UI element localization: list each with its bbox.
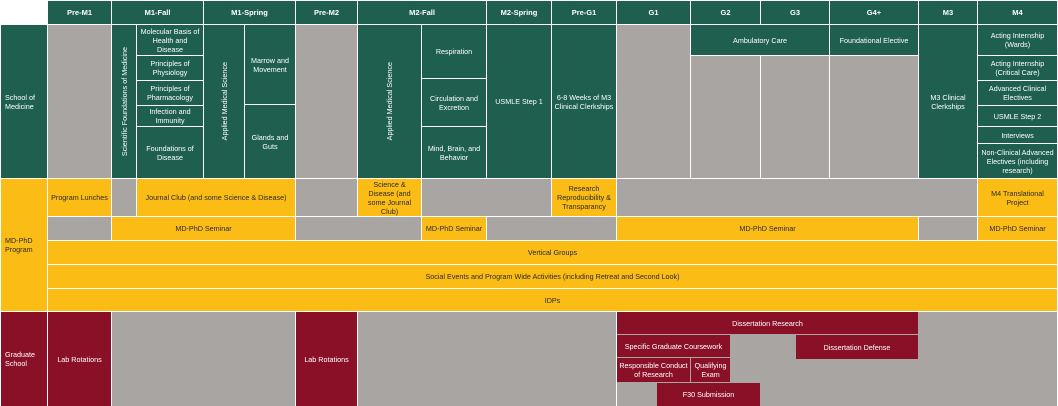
course-mind-brain-behavior: Mind, Brain, and Behavior bbox=[422, 127, 486, 178]
journal-club: Journal Club (and some Science & Disease… bbox=[137, 179, 295, 216]
science-and-disease: Science & Disease (and some Journal Club… bbox=[358, 179, 421, 216]
header-m1-fall: M1-Fall bbox=[112, 1, 203, 24]
empty-cell bbox=[112, 312, 295, 406]
course-glands-guts: Glands and Guts bbox=[245, 105, 295, 178]
course-pharmacology: Principles of Pharmacology bbox=[137, 81, 203, 105]
ambulatory-care: Ambulatory Care bbox=[691, 25, 829, 55]
m4-non-clinical-electives: Non-Clinical Advanced Electives (includi… bbox=[978, 144, 1057, 178]
responsible-conduct-of-research: Responsible Conduct of Research bbox=[617, 358, 690, 382]
header-m3: M3 bbox=[919, 1, 977, 24]
empty-cell bbox=[691, 56, 760, 178]
empty-cell bbox=[487, 217, 616, 240]
program-lunches: Program Lunches bbox=[48, 179, 111, 216]
header-g3: G3 bbox=[761, 1, 829, 24]
vertical-groups: Vertical Groups bbox=[48, 241, 1057, 264]
empty-cell bbox=[48, 25, 111, 178]
lab-rotations-pre-m2: Lab Rotations bbox=[296, 312, 357, 406]
mdphd-seminar-graduate: MD-PhD Seminar bbox=[617, 217, 918, 240]
header-g2: G2 bbox=[691, 1, 760, 24]
social-events: Social Events and Program Wide Activitie… bbox=[48, 265, 1057, 288]
qualifying-exam: Qualifying Exam bbox=[691, 358, 730, 382]
m3-clerkships-weeks: 6-8 Weeks of M3 Clinical Clerkships bbox=[552, 25, 616, 178]
research-reproducibility: Research Reproducibility & Transparancy bbox=[552, 179, 616, 216]
dissertation-defense: Dissertation Defense bbox=[796, 335, 918, 359]
course-physiology: Principles of Physiology bbox=[137, 56, 203, 80]
empty-cell bbox=[358, 312, 616, 406]
m1-fall-vertical-label: Scientific Foundations of Medicine bbox=[119, 46, 129, 157]
header-g4plus: G4+ bbox=[830, 1, 918, 24]
empty-cell bbox=[296, 25, 357, 178]
course-molecular-basis: Molecular Basis of Health and Disease bbox=[137, 25, 203, 55]
usmle-step-1: USMLE Step 1 bbox=[487, 25, 551, 178]
m1-spring-vertical-block: Applied Medical Science bbox=[204, 25, 244, 178]
course-infection-immunity: Infection and Immunity bbox=[137, 106, 203, 126]
f30-submission: F30 Submission bbox=[657, 383, 760, 406]
m4-interviews: Interviews bbox=[978, 127, 1057, 143]
specific-graduate-coursework: Specific Graduate Coursework bbox=[617, 335, 730, 357]
header-pre-m1: Pre-M1 bbox=[48, 1, 111, 24]
m4-acting-internship-critical: Acting Internship (Critical Care) bbox=[978, 56, 1057, 80]
m3-clinical-clerkships: M3 Clinical Clerkships bbox=[919, 25, 977, 178]
row-label-graduate-school: Graduate School bbox=[1, 312, 47, 406]
header-corner bbox=[1, 1, 47, 24]
row-label-mdphd-program: MD-PhD Program bbox=[1, 179, 47, 311]
foundational-elective: Foundational Elective bbox=[830, 25, 918, 55]
mdphd-seminar-m1: MD-PhD Seminar bbox=[112, 217, 295, 240]
header-pre-m2: Pre-M2 bbox=[296, 1, 357, 24]
mdphd-seminar-m4: MD-PhD Seminar bbox=[978, 217, 1057, 240]
m1-fall-vertical-block: Scientific Foundations of Medicine bbox=[112, 25, 136, 178]
lab-rotations-pre-m1: Lab Rotations bbox=[48, 312, 111, 406]
m4-acting-internship-wards: Acting Internship (Wards) bbox=[978, 25, 1057, 55]
m4-translational-project: M4 Translational Project bbox=[978, 179, 1057, 216]
course-foundations-of-disease: Foundations of Disease bbox=[137, 127, 203, 178]
m2-fall-vertical-block: Applied Medical Science bbox=[358, 25, 421, 178]
row-label-school-of-medicine: School of Medicine bbox=[1, 25, 47, 178]
empty-cell bbox=[48, 217, 111, 240]
dissertation-research: Dissertation Research bbox=[617, 312, 918, 334]
header-m4: M4 bbox=[978, 1, 1057, 24]
empty-cell bbox=[617, 179, 977, 216]
idps: IDPs bbox=[48, 289, 1057, 311]
mdphd-seminar-m2: MD-PhD Seminar bbox=[422, 217, 486, 240]
course-respiration: Respiration bbox=[422, 25, 486, 78]
empty-cell bbox=[617, 25, 690, 178]
m2-fall-vertical-label: Applied Medical Science bbox=[385, 62, 394, 141]
empty-cell bbox=[761, 56, 829, 178]
empty-cell bbox=[112, 179, 136, 216]
empty-cell bbox=[296, 217, 421, 240]
empty-cell bbox=[830, 56, 918, 178]
header-m1-spring: M1-Spring bbox=[204, 1, 295, 24]
empty-cell bbox=[422, 179, 551, 216]
course-circulation-excretion: Circulation and Excretion bbox=[422, 79, 486, 126]
empty-cell bbox=[296, 179, 357, 216]
header-m2-spring: M2-Spring bbox=[487, 1, 551, 24]
header-pre-g1: Pre-G1 bbox=[552, 1, 616, 24]
course-marrow-movement: Marrow and Movement bbox=[245, 25, 295, 104]
header-g1: G1 bbox=[617, 1, 690, 24]
header-m2-fall: M2-Fall bbox=[358, 1, 486, 24]
m1-spring-vertical-label: Applied Medical Science bbox=[219, 62, 229, 141]
empty-cell bbox=[919, 217, 977, 240]
m4-advanced-clinical-electives: Advanced Clinical Electives bbox=[978, 81, 1057, 105]
m4-usmle-step-2: USMLE Step 2 bbox=[978, 106, 1057, 126]
